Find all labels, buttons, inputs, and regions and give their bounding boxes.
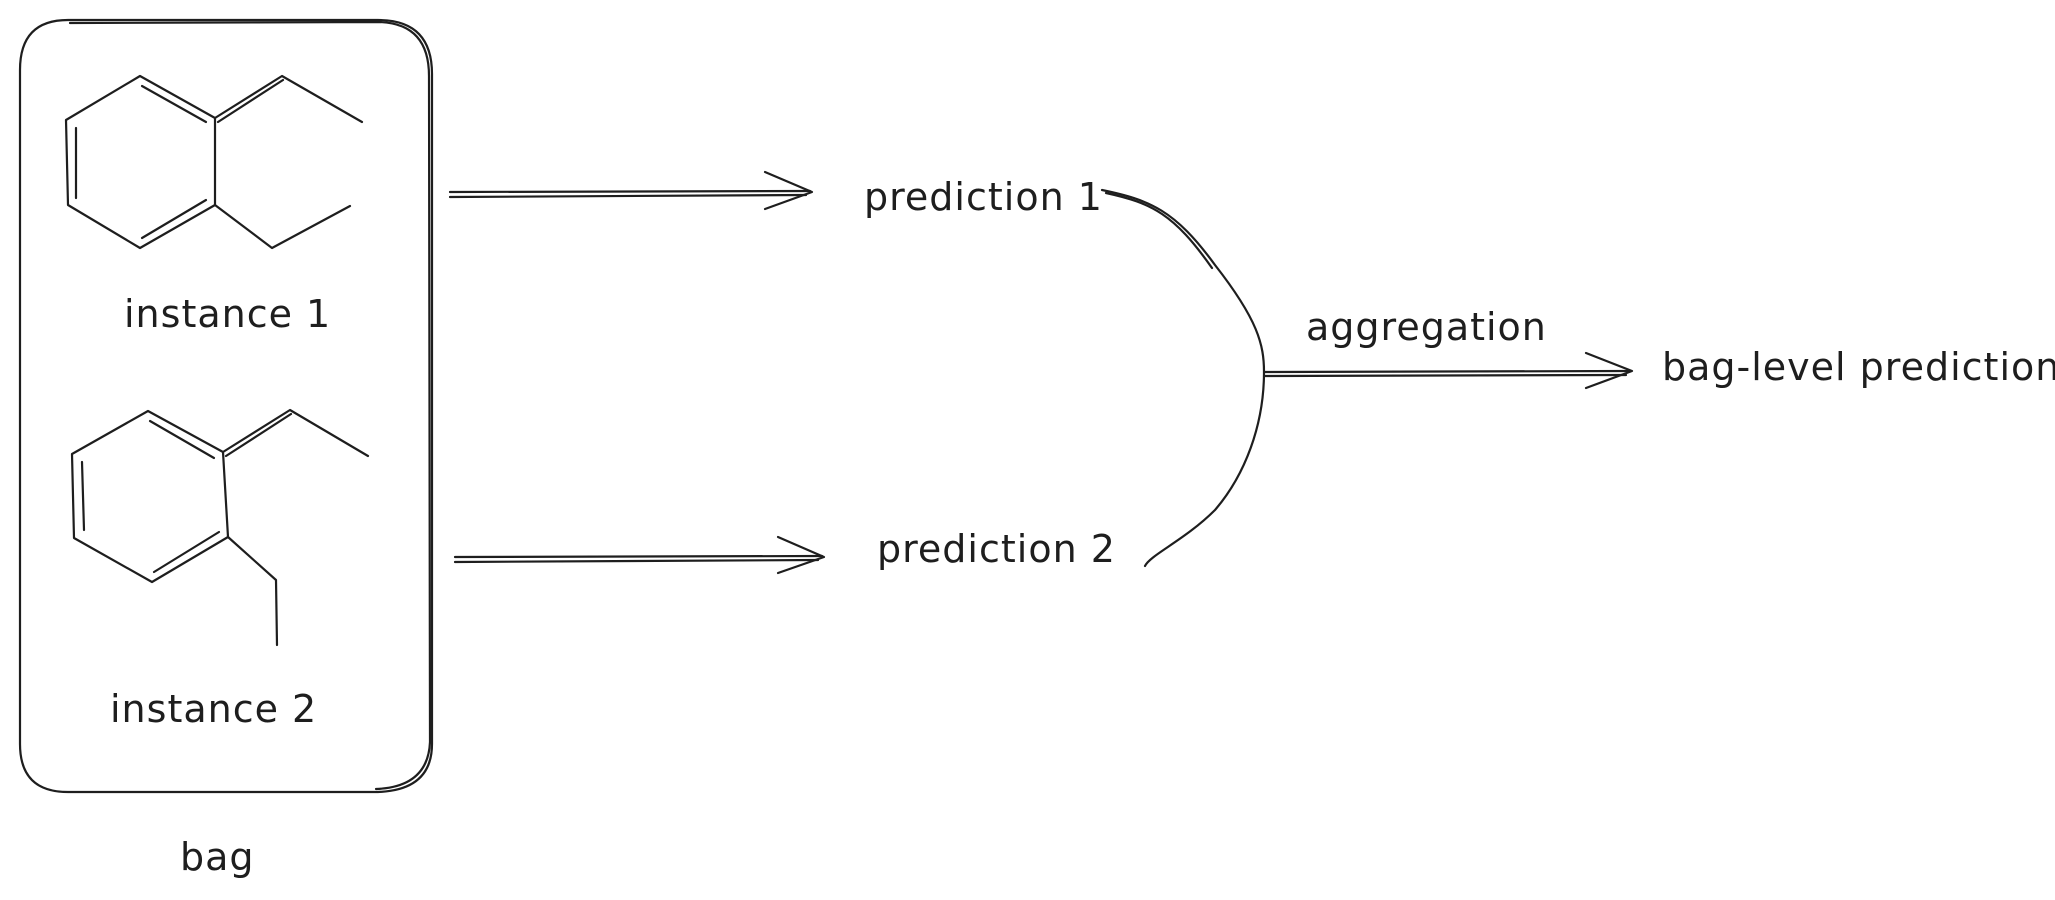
instance-2-label: instance 2 <box>110 687 317 731</box>
prediction-2-label: prediction 2 <box>877 527 1116 571</box>
aggregation-label: aggregation <box>1306 305 1547 349</box>
prediction-1-label: prediction 1 <box>864 175 1103 219</box>
bag-container <box>18 18 434 794</box>
bag-label: bag <box>180 835 255 879</box>
instance-1-label: instance 1 <box>124 292 331 336</box>
arrow-to-output <box>1262 351 1634 390</box>
molecule-1-icon <box>64 74 364 250</box>
bag-box <box>18 18 434 794</box>
arrow-to-prediction-1 <box>448 170 814 211</box>
arrow-to-prediction-2 <box>453 535 826 575</box>
bag-level-prediction-label: bag-level prediction <box>1662 345 2055 389</box>
aggregation-curve <box>1100 188 1266 568</box>
bag-box-sketch <box>68 20 432 791</box>
molecule-2-icon <box>70 408 370 647</box>
